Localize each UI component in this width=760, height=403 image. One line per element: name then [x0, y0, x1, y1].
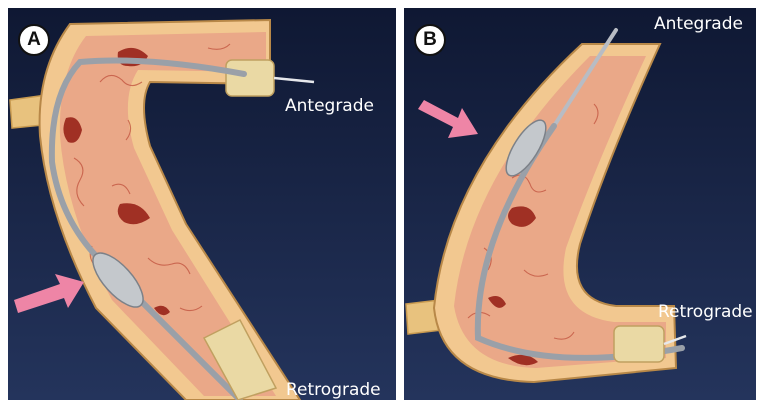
retrograde-label: Retrograde — [658, 302, 753, 322]
panel-a-illustration — [8, 8, 396, 400]
panel-b: B Antegrade Retrograde — [404, 8, 756, 400]
panel-a-badge: A — [18, 24, 50, 56]
antegrade-label: Antegrade — [654, 14, 743, 34]
panel-a: A Antegrade Retrograde — [8, 8, 396, 400]
antegrade-label: Antegrade — [285, 96, 374, 116]
panel-b-badge: B — [414, 24, 446, 56]
retrograde-label: Retrograde — [286, 380, 381, 400]
panel-b-illustration — [404, 8, 756, 400]
